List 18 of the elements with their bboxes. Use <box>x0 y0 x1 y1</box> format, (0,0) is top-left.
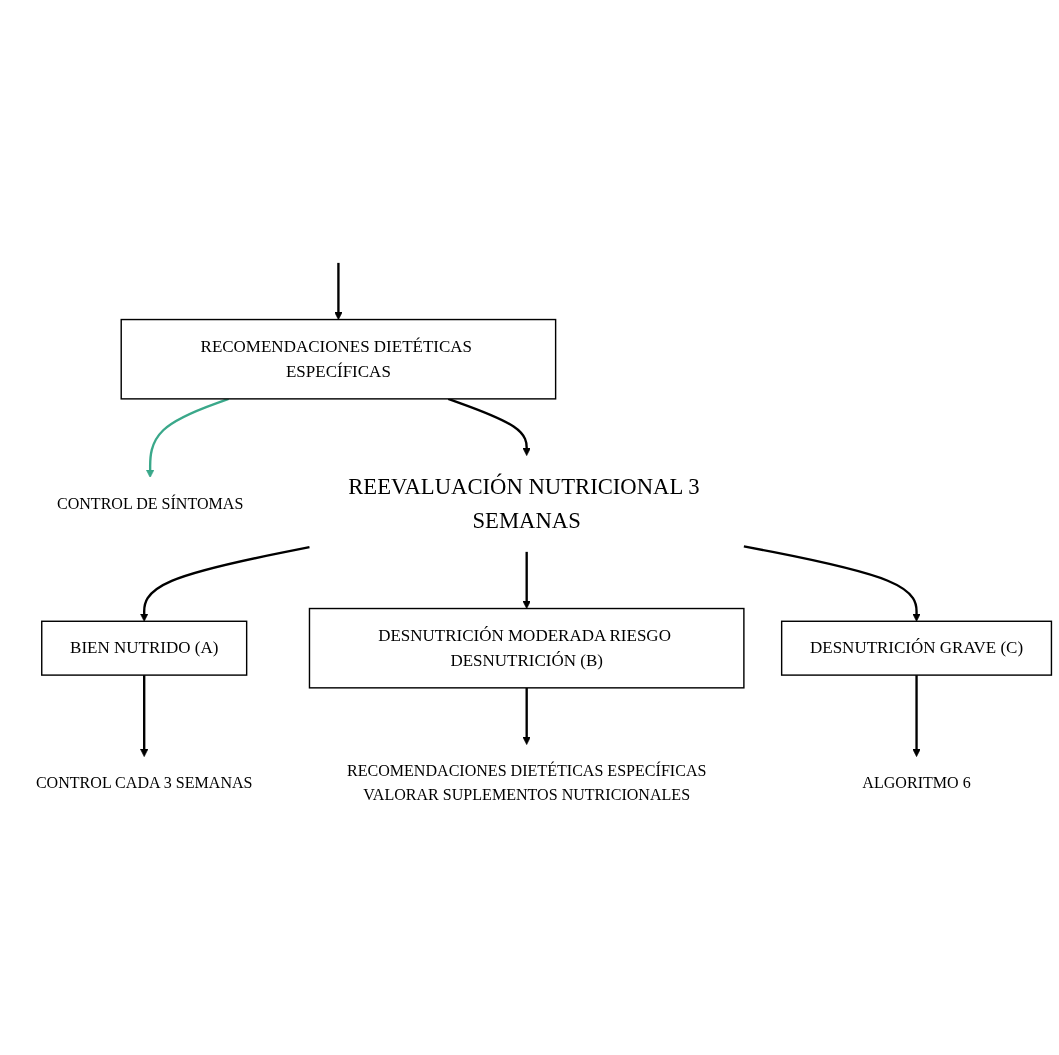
node-text: ALGORITMO 6 <box>862 773 971 792</box>
arrow <box>140 674 149 757</box>
node-box: BIEN NUTRIDO (A) <box>41 620 248 676</box>
arrow <box>334 262 343 320</box>
arrow <box>522 687 531 745</box>
arrow <box>140 545 310 622</box>
arrow <box>743 544 921 622</box>
node-box: DESNUTRICIÓN GRAVE (C) <box>780 620 1053 676</box>
arrow <box>522 551 531 609</box>
arrow <box>912 674 921 757</box>
node-box: RECOMENDACIONES DIETÉTICAS ESPECÍFICAS <box>120 318 557 400</box>
arrow <box>146 397 229 478</box>
arrow <box>447 397 531 456</box>
node-text: REEVALUACIÓN NUTRICIONAL 3 SEMANAS <box>348 474 700 533</box>
node-box: DESNUTRICIÓN MODERADA RIESGO DESNUTRICIÓN (B) <box>308 607 745 689</box>
node-text: CONTROL CADA 3 SEMANAS <box>35 773 253 792</box>
node-text: CONTROL DE SÍNTOMAS <box>56 494 244 513</box>
node-text: RECOMENDACIONES DIETÉTICAS ESPECÍFICAS VALORAR SUPLEMENTOS NUTRICIONALES <box>346 761 707 804</box>
